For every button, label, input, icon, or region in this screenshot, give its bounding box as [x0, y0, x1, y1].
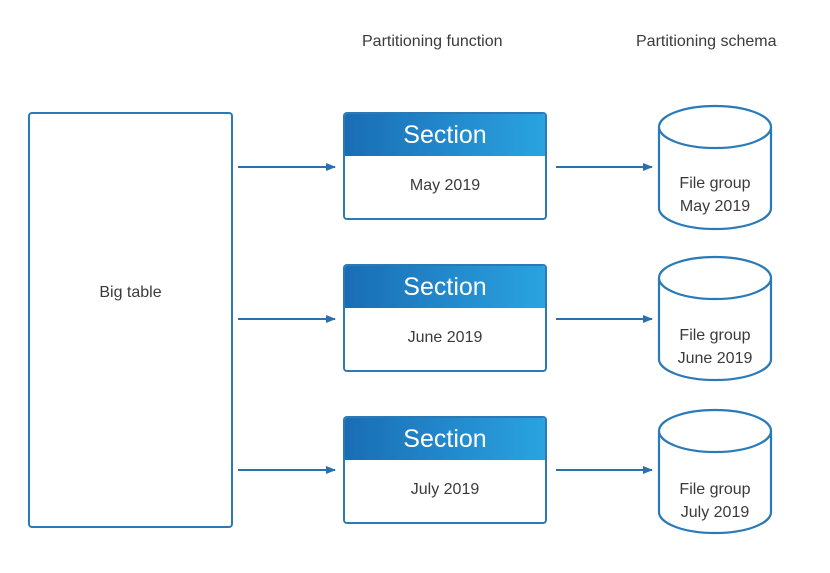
file-group-period: June 2019 — [677, 350, 753, 367]
database-icon — [657, 408, 773, 535]
big-table-label: Big table — [99, 284, 162, 301]
section-period: July 2019 — [410, 481, 480, 498]
big-table-box: Big table — [28, 112, 233, 528]
section-period: May 2019 — [409, 177, 481, 194]
section-box-july: Section July 2019 — [343, 416, 547, 524]
section-title: Section — [345, 266, 545, 308]
section-period: June 2019 — [407, 329, 483, 346]
file-group-label-may: File group May 2019 — [659, 172, 771, 218]
section-title: Section — [345, 418, 545, 460]
database-icon — [657, 104, 773, 231]
file-group-name: File group — [679, 327, 751, 344]
file-group-period: May 2019 — [679, 198, 751, 215]
file-group-period: July 2019 — [680, 504, 750, 521]
file-group-name: File group — [679, 481, 751, 498]
file-group-name: File group — [679, 175, 751, 192]
file-group-label-june: File group June 2019 — [659, 324, 771, 370]
database-icon — [657, 255, 773, 382]
file-group-label-july: File group July 2019 — [659, 478, 771, 524]
section-box-may: Section May 2019 — [343, 112, 547, 220]
section-box-june: Section June 2019 — [343, 264, 547, 372]
partitioning-schema-header: Partitioning schema — [636, 33, 777, 50]
section-title: Section — [345, 114, 545, 156]
partitioning-function-header: Partitioning function — [362, 33, 503, 50]
